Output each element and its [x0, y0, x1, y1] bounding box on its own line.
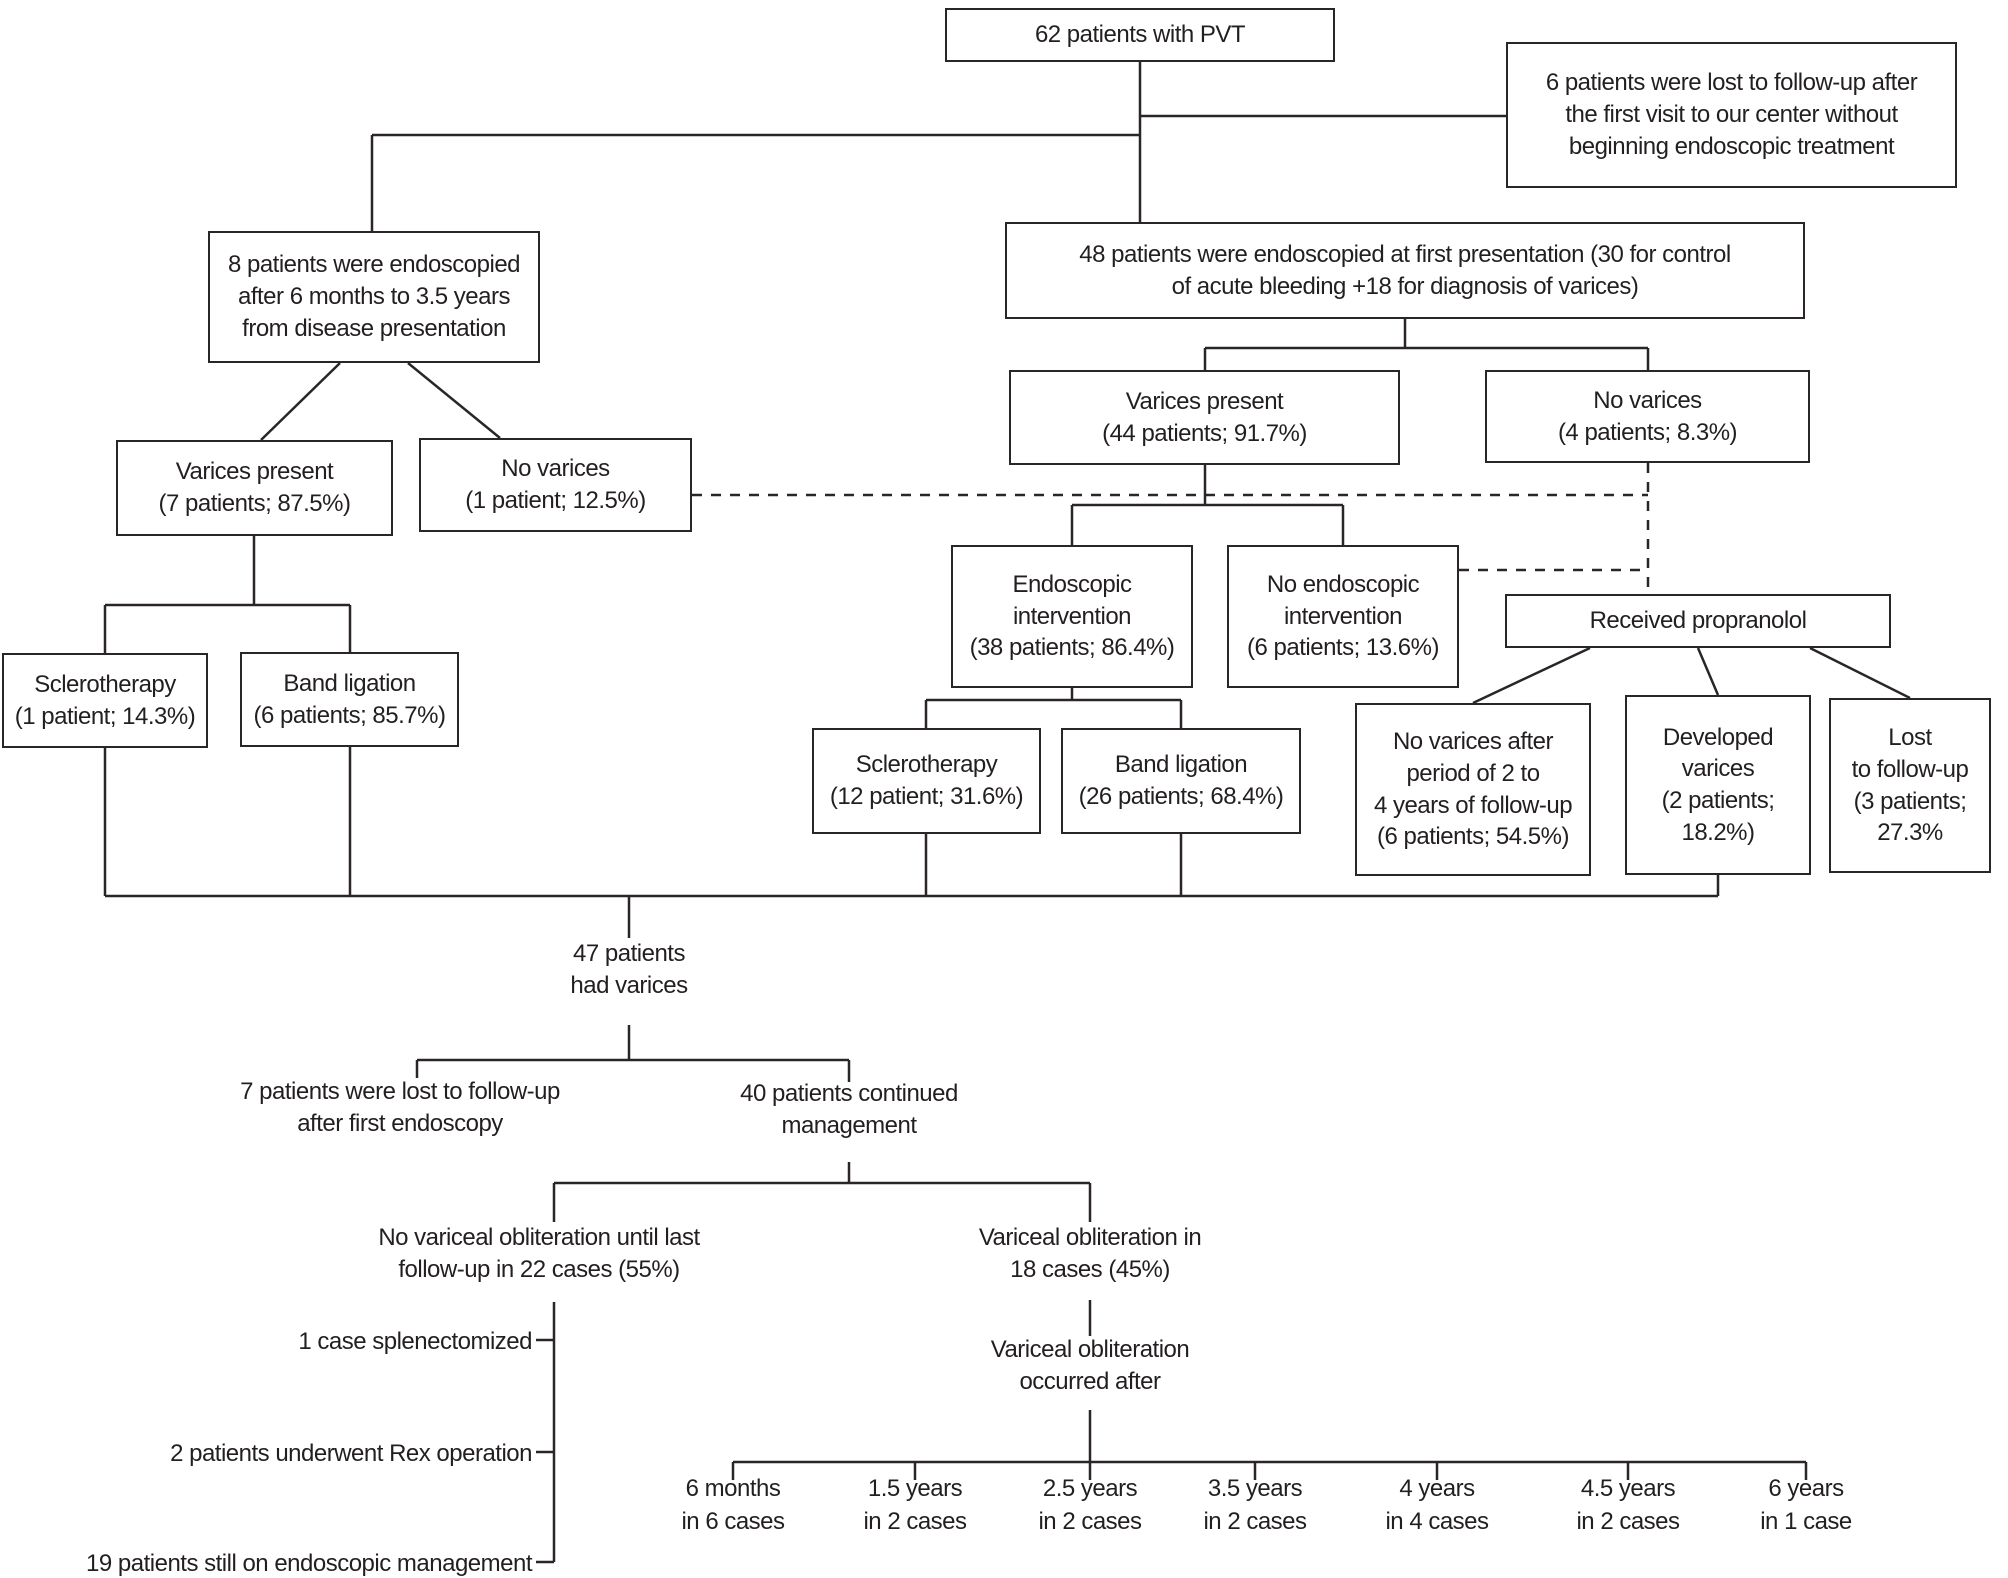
node-62-patients-pvt: 62 patients with PVT [945, 8, 1335, 62]
timeline-column: 2.5 years in 2 cases [1010, 1472, 1170, 1538]
node-varices-present-left: Varices present (7 patients; 87.5%) [116, 440, 393, 536]
label-splenectomized: 1 case splenectomized [298, 1328, 532, 1355]
timeline-period: 3.5 years [1207, 1475, 1303, 1502]
timeline-period: 4 years [1399, 1475, 1475, 1502]
timeline-column: 4.5 years in 2 cases [1548, 1472, 1708, 1538]
node-received-propranolol: Received propranolol [1505, 594, 1891, 648]
node-first-presentation: 48 patients were endoscopied at first pr… [1005, 222, 1805, 319]
timeline-cases: in 2 cases [1576, 1508, 1680, 1536]
timeline-cases: in 2 cases [863, 1508, 967, 1536]
node-lost-to-followup: Lost to follow-up (3 patients; 27.3% [1829, 698, 1991, 873]
label-obliteration-occurred-after: Variceal obliteration occurred after [990, 1336, 1190, 1396]
timeline-cases: in 1 case [1760, 1508, 1852, 1536]
timeline-period: 1.5 years [867, 1475, 963, 1502]
dashed-connectors [692, 463, 1650, 594]
timeline-column: 1.5 years in 2 cases [835, 1472, 995, 1538]
timeline-period: 6 months [685, 1475, 781, 1502]
timeline-period: 4.5 years [1580, 1475, 1676, 1502]
node-endoscopic-intervention: Endoscopic intervention (38 patients; 86… [951, 545, 1193, 688]
node-late-endoscopy: 8 patients were endoscopied after 6 mont… [208, 231, 540, 363]
timeline-period: 2.5 years [1042, 1475, 1138, 1502]
timeline-cases: in 4 cases [1385, 1508, 1489, 1536]
label-still-endoscopic: 19 patients still on endoscopic manageme… [86, 1550, 532, 1577]
node-band-ligation-right: Band ligation (26 patients; 68.4%) [1061, 728, 1301, 834]
node-sclerotherapy-right: Sclerotherapy (12 patient; 31.6%) [812, 728, 1041, 834]
label-variceal-obliteration: Variceal obliteration in 18 cases (45%) [978, 1224, 1202, 1284]
node-varices-present-right: Varices present (44 patients; 91.7%) [1009, 370, 1400, 465]
solid-connectors [103, 62, 1911, 1564]
node-sclerotherapy-left: Sclerotherapy (1 patient; 14.3%) [2, 653, 208, 748]
node-no-varices-right: No varices (4 patients; 8.3%) [1485, 370, 1810, 463]
node-no-varices-followup: No varices after period of 2 to 4 years … [1355, 703, 1591, 876]
label-continued-management: 40 patients continued management [740, 1080, 958, 1140]
node-band-ligation-left: Band ligation (6 patients; 85.7%) [240, 652, 459, 747]
timeline-column: 6 years in 1 case [1726, 1472, 1886, 1538]
label-rex-operation: 2 patients underwent Rex operation [170, 1440, 532, 1467]
node-no-endoscopic-intervention: No endoscopic intervention (6 patients; … [1227, 545, 1459, 688]
node-lost-before-treatment: 6 patients were lost to follow-up after … [1506, 42, 1957, 188]
timeline-cases: in 2 cases [1203, 1508, 1307, 1536]
timeline-period: 6 years [1768, 1475, 1844, 1502]
label-47-patients-had-varices: 47 patients had varices [570, 940, 688, 1000]
timeline-cases: in 2 cases [1038, 1508, 1142, 1536]
timeline-column: 6 months in 6 cases [653, 1472, 813, 1538]
label-no-variceal-obliteration: No variceal obliteration until last foll… [378, 1224, 700, 1284]
node-no-varices-left: No varices (1 patient; 12.5%) [419, 438, 692, 532]
timeline-column: 4 years in 4 cases [1357, 1472, 1517, 1538]
node-developed-varices: Developed varices (2 patients; 18.2%) [1625, 695, 1811, 875]
timeline-cases: in 6 cases [681, 1508, 785, 1536]
label-lost-after-first-endoscopy: 7 patients were lost to follow-up after … [240, 1078, 560, 1138]
timeline-column: 3.5 years in 2 cases [1175, 1472, 1335, 1538]
